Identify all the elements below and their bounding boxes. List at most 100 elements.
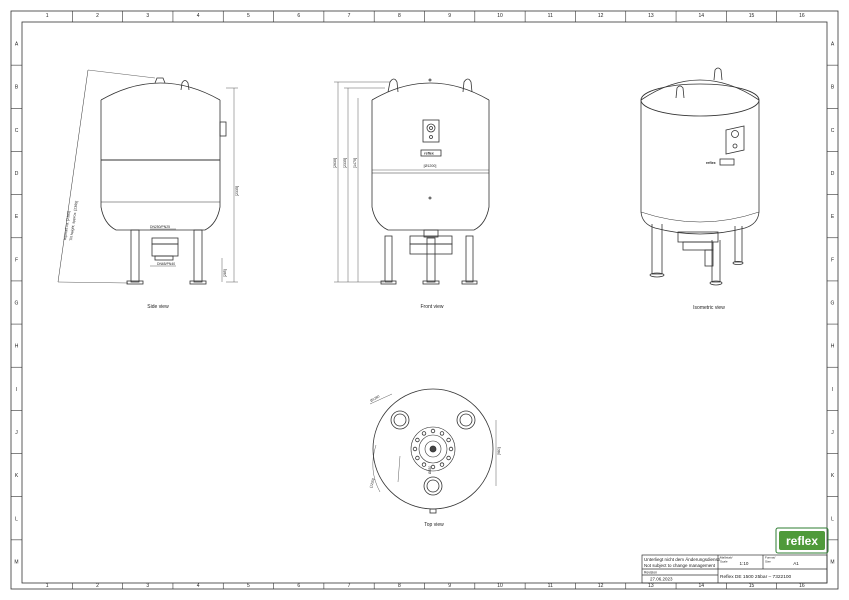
row-label: M (14, 559, 18, 565)
iso-gauge-plate (725, 125, 745, 155)
top-view-caption: Top view (424, 522, 444, 528)
column-labels: 1122334455667788991010111112121313141415… (46, 11, 805, 589)
column-label: 5 (247, 13, 250, 19)
column-label: 14 (698, 13, 704, 19)
column-label: 15 (749, 13, 755, 19)
column-label: 9 (448, 13, 451, 19)
side-vessel-body (100, 100, 221, 231)
product-designation: Reflex DE 1500 25bar – 7322100 (720, 574, 792, 580)
row-label: L (831, 516, 834, 522)
top-leg-pad (390, 410, 410, 430)
column-label: 4 (197, 583, 200, 589)
format-label-2: Size (765, 560, 771, 564)
column-label: 8 (398, 583, 401, 589)
front-dim-total: [2630] (333, 158, 337, 168)
column-label: 3 (146, 583, 149, 589)
revision-label: Revision (644, 571, 657, 575)
bolt-hole (412, 446, 418, 452)
bolt-hole (448, 446, 454, 452)
row-label: I (16, 387, 17, 393)
side-lug (154, 77, 166, 84)
scale-value: 1:10 (740, 561, 749, 566)
column-label: 6 (297, 13, 300, 19)
inner-frame (21, 21, 828, 584)
side-connection-label-1: DN250/PN25 (150, 225, 170, 229)
column-label: 12 (598, 13, 604, 19)
iso-view-caption: Isometric view (693, 305, 725, 311)
row-label: H (831, 344, 835, 350)
logo-frame (775, 527, 829, 554)
column-label: 2 (96, 583, 99, 589)
row-label: M (830, 559, 834, 565)
side-top-dish (100, 82, 221, 101)
column-label: 16 (799, 583, 805, 589)
iso-top-dome (640, 79, 760, 101)
row-label: B (831, 85, 835, 91)
column-label: 3 (146, 13, 149, 19)
note-en: Not subject to change management (644, 563, 716, 568)
front-logo-text: reflex (424, 152, 434, 156)
side-height-label: [2335] (235, 186, 239, 196)
column-label: 4 (197, 13, 200, 19)
front-logo-plate (420, 149, 442, 157)
row-label: K (831, 473, 835, 479)
top-dim-a: Ø1280 (370, 394, 381, 403)
bolt-hole (421, 462, 427, 467)
iso-walls (640, 100, 760, 212)
bolt-hole (430, 464, 436, 470)
top-dim-c: Ø830 (428, 466, 432, 474)
column-label: 14 (698, 583, 704, 589)
row-label: F (831, 257, 834, 263)
side-view-caption: Side view (147, 304, 169, 310)
side-tilt-label-1: Kipmaß ca. [2365] (63, 211, 71, 240)
row-label: A (831, 42, 835, 48)
row-label: G (15, 301, 19, 307)
column-label: 12 (598, 583, 604, 589)
side-connection-label-2: DN65/PN40 (157, 262, 175, 266)
row-label: L (15, 516, 18, 522)
top-bolt-holes (412, 428, 454, 470)
bolt-hole (430, 428, 436, 434)
front-gauge-box (422, 119, 440, 143)
column-label: 7 (348, 13, 351, 19)
row-label: D (15, 171, 19, 177)
bolt-hole (415, 455, 420, 461)
front-dim-2: [2335] (343, 158, 347, 168)
bolt-hole (446, 455, 451, 461)
row-label: K (15, 473, 19, 479)
row-label: I (832, 387, 833, 393)
outer-frame (10, 10, 839, 590)
side-leg (130, 229, 140, 283)
column-label: 11 (548, 583, 553, 589)
top-dim-d: [1220] (369, 478, 375, 488)
side-tilt-label-2: Tilt height, approx. [2365] (69, 201, 79, 242)
column-label: 13 (648, 583, 654, 589)
column-label: 15 (749, 583, 755, 589)
row-label: C (15, 128, 19, 134)
row-label: A (15, 42, 19, 48)
front-view-caption: Front view (420, 304, 443, 310)
note-de: Unterliegt nicht dem Änderungsdienst/ (644, 556, 721, 562)
column-label: 2 (96, 13, 99, 19)
column-label: 10 (497, 13, 503, 19)
row-label: D (831, 171, 835, 177)
row-label: J (831, 430, 834, 436)
row-label: G (831, 301, 835, 307)
logo-badge (779, 531, 825, 550)
front-lug-left (387, 78, 399, 93)
format-label-1: Format/ (765, 556, 776, 560)
row-label: E (15, 214, 19, 220)
column-label: 8 (398, 13, 401, 19)
side-leg-label: [285] (223, 269, 227, 277)
front-dim-3: [1470] (353, 158, 357, 168)
bolt-hole (439, 431, 445, 436)
format-value: A1 (793, 561, 799, 566)
column-label: 1 (46, 13, 49, 19)
reflex-logo: reflex (786, 534, 818, 548)
column-label: 7 (348, 583, 351, 589)
column-label: 16 (799, 13, 805, 19)
side-view (57, 69, 238, 285)
bolt-hole (439, 462, 445, 467)
column-label: 6 (297, 583, 300, 589)
